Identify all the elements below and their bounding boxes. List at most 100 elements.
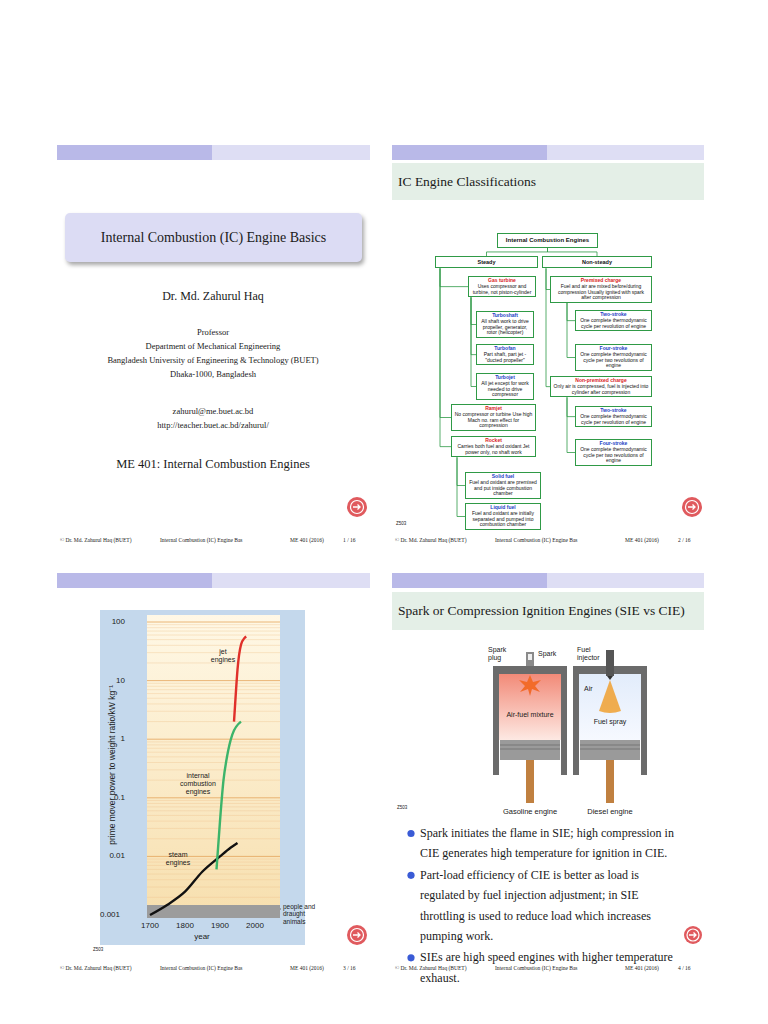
connector-line xyxy=(567,303,575,321)
grid-line xyxy=(147,856,280,857)
page-number: 3 / 16 xyxy=(343,965,368,971)
trend-curve xyxy=(234,637,246,722)
bullet-dot xyxy=(407,954,414,961)
connector-line xyxy=(440,268,468,286)
connector-line xyxy=(487,248,548,256)
box-heading: IC Engine Classifications xyxy=(398,174,536,190)
header-bars xyxy=(57,145,704,588)
trend-curve xyxy=(150,843,238,915)
author-contact: zahurul@me.buet.ac.bd xyxy=(63,407,363,417)
curve-label: jet engines xyxy=(210,648,236,664)
box-heading: Non-steady xyxy=(545,259,649,265)
title-box: Internal Combustion (IC) Engine Basics xyxy=(65,213,362,262)
class-box: Solid fuelFuel and oxidant are premixed … xyxy=(465,472,541,499)
bullet-dot xyxy=(407,872,414,879)
axis-tick: 1800 xyxy=(172,921,198,930)
grid-line xyxy=(147,693,280,694)
connector-line xyxy=(567,303,575,358)
grid-line xyxy=(147,744,280,745)
chart-panel xyxy=(100,610,305,945)
class-box: RocketCarries both fuel and oxidant Jet … xyxy=(451,436,536,457)
axis-tick: 10 xyxy=(105,676,125,685)
box-body: All shaft work to drive propeller, gener… xyxy=(479,319,531,336)
grid-line xyxy=(147,879,280,880)
footer-text: ME 401 (2016) xyxy=(290,537,335,543)
figure-code: Z503 xyxy=(396,521,416,526)
grid-line xyxy=(147,721,280,722)
class-box: Liquid fuelFuel and oxidant are initiall… xyxy=(465,503,541,530)
part-label: Air-fuel mixture xyxy=(505,711,555,719)
box-body: Uses compressor and turbine, not piston-… xyxy=(471,284,533,296)
engine-illustration xyxy=(493,650,647,803)
box-heading: Internal Combustion Engines xyxy=(501,237,594,244)
class-box: Gas turbineUses compressor and turbine, … xyxy=(468,276,536,297)
title-band: Spark or Compression Ignition Engines (S… xyxy=(392,592,704,630)
figure-code: Z503 xyxy=(93,947,113,952)
class-box: Non-premixed chargeOnly air is compresse… xyxy=(550,376,652,397)
box-body: One complete thermodynamic cycle per rev… xyxy=(578,318,649,330)
footer-text: Internal Combustion (IC) Engine Bas xyxy=(495,965,600,971)
box-body: Fuel and air are mixed before/during com… xyxy=(553,284,649,301)
grid-line xyxy=(147,815,280,816)
box-body: Fuel and oxidant are premixed and put in… xyxy=(468,480,538,497)
author-contact: http://teacher.buet.ac.bd/zahurul/ xyxy=(63,421,363,431)
class-box: RamjetNo compressor or turbine Use high … xyxy=(451,404,536,431)
grid-line xyxy=(147,756,280,757)
connector-line xyxy=(457,457,465,516)
class-box: TurbojetAll jet except for work needed t… xyxy=(476,373,534,400)
footer-text: ME 401 (2016) xyxy=(625,537,670,543)
author-info: Bangladesh University of Engineering & T… xyxy=(63,356,363,366)
grid-line xyxy=(147,806,280,807)
class-box: TurboshaftAll shaft work to drive propel… xyxy=(476,311,534,338)
class-box: Four-strokeOne complete thermodynamic cy… xyxy=(575,439,652,466)
grid-line xyxy=(147,874,280,875)
branch-box: Non-steady xyxy=(542,256,652,268)
author-info: Professor xyxy=(63,328,363,338)
grid-line xyxy=(147,752,280,753)
axis-title: prime mover power to weight ratio/kW kg⁻… xyxy=(108,615,118,915)
figure-caption: Gasoline engine xyxy=(494,808,566,817)
class-box: Two-strokeOne complete thermodynamic cyc… xyxy=(575,406,652,427)
grid-line xyxy=(147,627,280,628)
grid-line xyxy=(147,897,280,898)
bullet-text: Spark initiates the flame in SIE; high c… xyxy=(420,823,682,864)
grid-line xyxy=(147,680,280,681)
grid-line xyxy=(147,838,280,839)
grid-line xyxy=(147,624,280,625)
footer-text: Internal Combustion (IC) Engine Bas xyxy=(495,537,600,543)
class-box: Two-strokeOne complete thermodynamic cyc… xyxy=(575,310,652,331)
connector-line xyxy=(440,268,451,446)
title-band: IC Engine Classifications xyxy=(392,163,704,200)
axis-tick: 0.001 xyxy=(95,910,120,919)
box-body: Fuel and oxidant are initially separated… xyxy=(468,511,538,528)
class-box: Premixed chargeFuel and air are mixed be… xyxy=(550,276,652,303)
grid-line xyxy=(147,631,280,632)
part-label: Fuel spray xyxy=(588,718,632,726)
grid-line xyxy=(147,803,280,804)
page-number: 4 / 16 xyxy=(678,965,703,971)
author-info: Dhaka-1000, Bangladesh xyxy=(63,370,363,380)
grid-line xyxy=(147,683,280,684)
axis-tick: 1900 xyxy=(207,921,233,930)
box-body: No compressor or turbine Use high Mach n… xyxy=(454,412,533,429)
box-heading: Steady xyxy=(438,259,535,265)
box-heading: Spark or Compression Ignition Engines (S… xyxy=(398,603,685,619)
grid-line xyxy=(147,652,280,653)
grid-line xyxy=(147,887,280,888)
grid-line xyxy=(147,741,280,742)
axis-tick: 1700 xyxy=(137,921,163,930)
curve-label: people and draught animals xyxy=(283,903,317,925)
page-number: 1 / 16 xyxy=(343,537,368,543)
connector-line xyxy=(567,397,575,452)
grid-line xyxy=(147,769,280,770)
trend-curve xyxy=(217,722,242,870)
grid-line xyxy=(147,689,280,690)
part-label: Fuel injector xyxy=(577,646,605,662)
figure-code: Z503 xyxy=(397,805,417,810)
axis-tick: 0.01 xyxy=(105,851,125,860)
grid-line xyxy=(147,810,280,811)
box-body: All jet except for work needed to drive … xyxy=(479,381,531,398)
bullet-text: Part-load efficiency of CIE is better as… xyxy=(420,865,682,947)
